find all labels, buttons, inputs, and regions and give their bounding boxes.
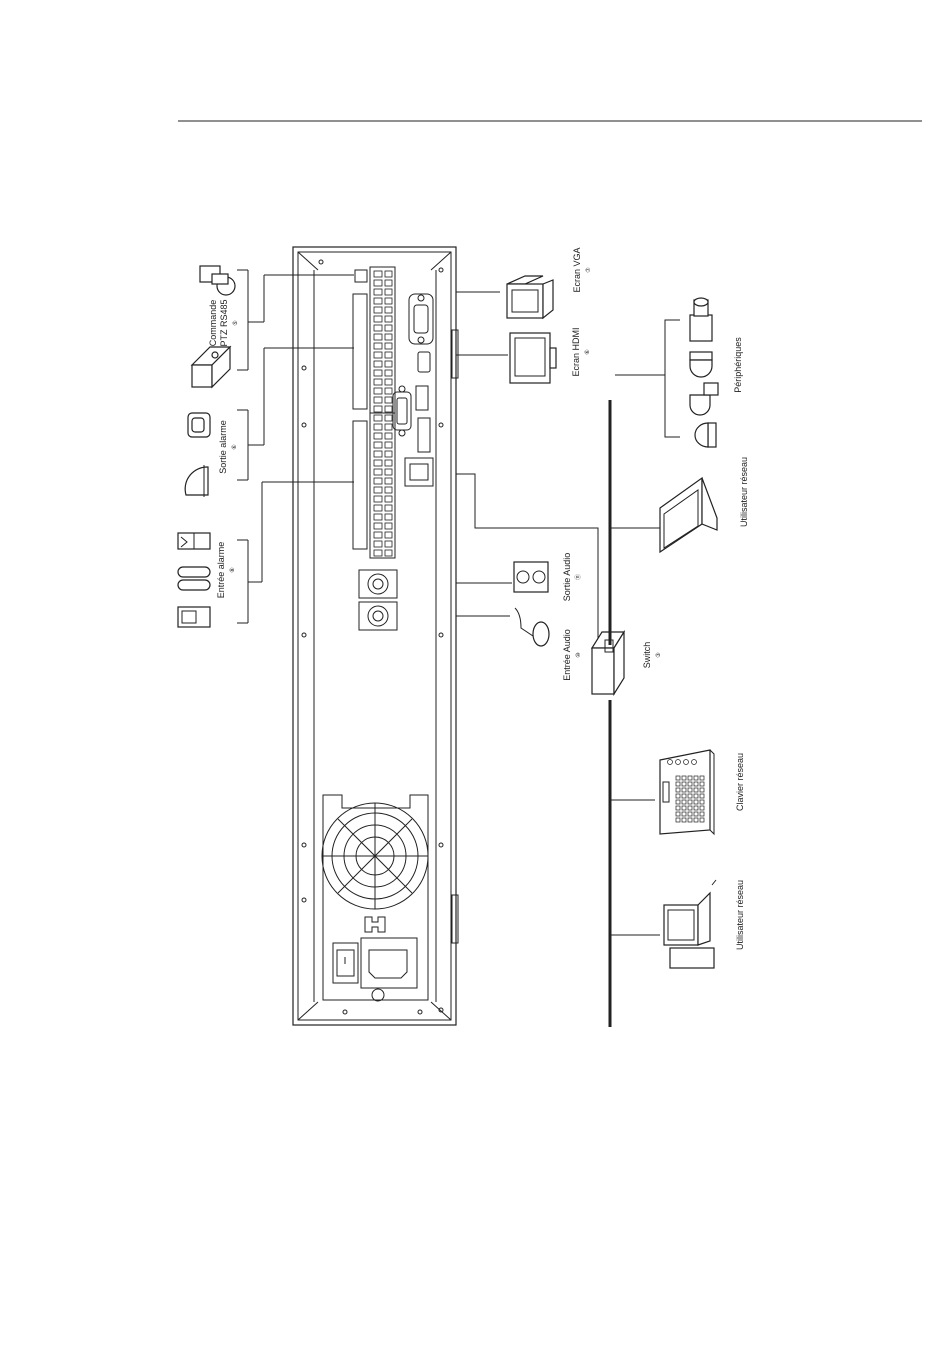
alarm-out-number: ⑥ [231, 444, 238, 449]
siren-icon [188, 413, 210, 437]
vga-label: Ecran VGA [572, 247, 582, 292]
dvr-rear-panel [293, 247, 458, 1025]
microphone-icon [515, 608, 549, 646]
audio-out-number: ⑪ [574, 574, 582, 580]
dome-camera-icon-1 [690, 352, 712, 377]
speaker-icon [514, 562, 548, 592]
peripherals-label: Périphériques [733, 337, 743, 393]
dome-light-icon [185, 465, 208, 497]
ptz-camera-icon [200, 266, 235, 295]
alarm-in-label: Entrée alarme [216, 542, 226, 599]
ptz-label: Commande [208, 300, 218, 347]
box-camera-icon [690, 298, 712, 341]
switch-label: Switch [642, 642, 652, 669]
network-user-label-2: Utilisateur réseau [735, 880, 745, 950]
hdmi-monitor-icon [510, 333, 556, 383]
network-keyboard-icon [660, 750, 714, 834]
dome-camera-icon-2 [695, 423, 716, 447]
door-sensor-icon [178, 533, 210, 549]
ptz-camera-icon-2 [690, 383, 718, 415]
laptop-icon [660, 478, 717, 552]
switch-number: ③ [655, 652, 662, 657]
alarm-in-number: ⑧ [229, 567, 236, 572]
audio-out-label: Sortie Audio [562, 553, 572, 602]
audio-in-label: Entrée Audio [562, 629, 572, 681]
motion-sensor-icon [178, 607, 210, 627]
smoke-sensor-icon [178, 567, 210, 590]
vga-number: ⑦ [585, 267, 592, 273]
ptz-label-sub: PTZ RS485 [219, 299, 229, 346]
network-switch-icon [592, 632, 624, 694]
hdmi-number: ⑥ [584, 349, 591, 354]
alarm-out-label: Sortie alarme [218, 420, 228, 474]
network-user-label-1: Utilisateur réseau [739, 457, 749, 527]
audio-in-number: ⑩ [575, 652, 582, 657]
keyboard-label: Clavier réseau [735, 753, 745, 811]
ptz-dome-icon [192, 347, 230, 387]
lan-to-switch-line [456, 474, 598, 642]
hdmi-label: Ecran HDMI [571, 327, 581, 376]
desktop-computer-icon [664, 880, 716, 968]
ptz-number: ⑤ [232, 320, 239, 325]
vga-monitor-icon [507, 276, 553, 318]
